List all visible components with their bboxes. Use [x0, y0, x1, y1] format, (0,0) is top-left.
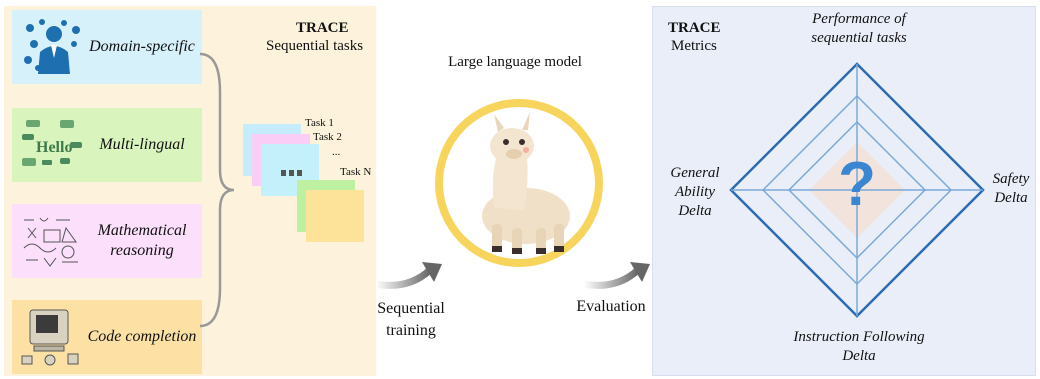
category-label: Mathematical reasoning [97, 222, 187, 259]
grouping-brace [199, 52, 235, 328]
task-1-label: Task 1 [305, 117, 334, 129]
category-domain-specific: Domain-specific [12, 10, 202, 84]
axis-label-left: General Ability Delta [670, 165, 720, 219]
llama-icon [434, 98, 604, 268]
category-multi-lingual: Hello Multi-lingual [12, 108, 202, 182]
category-mathematical-reasoning: Mathematical reasoning [12, 204, 202, 278]
hello-words-icon: Hello [20, 116, 84, 174]
axis-label-right: Safety Delta [992, 171, 1030, 206]
tasks-title: TRACE [296, 20, 349, 36]
task-n-label: Task N [340, 166, 372, 178]
metrics-title: TRACE [668, 20, 721, 36]
evaluation-arrow [583, 262, 650, 289]
category-label: Multi-lingual [99, 136, 185, 153]
math-doodle-icon [20, 212, 84, 270]
businessman-icon [20, 18, 84, 76]
category-label: Domain-specific [89, 38, 195, 55]
axis-label-top: Performance of sequential tasks [811, 11, 907, 46]
task-ellipsis-label: ... [332, 146, 341, 158]
sequential-training-label: Sequential training [377, 300, 445, 339]
radar-chart [729, 62, 985, 318]
computer-icon [20, 308, 84, 366]
category-label: Code completion [87, 328, 197, 345]
task-card-n [306, 190, 364, 242]
evaluation-label: Evaluation [576, 298, 646, 315]
svg-text:Hello: Hello [36, 139, 72, 156]
axis-label-bottom: Instruction Following Delta [793, 329, 925, 364]
sequential-arrow [375, 262, 442, 289]
tasks-subtitle: Sequential tasks [266, 38, 364, 54]
question-mark-icon: ? [838, 150, 876, 219]
ellipsis-dots [281, 170, 303, 176]
category-code-completion: Code completion [12, 300, 202, 374]
task-2-label: Task 2 [313, 131, 342, 143]
metrics-subtitle: Metrics [671, 38, 717, 54]
model-title: Large language model [448, 54, 582, 70]
